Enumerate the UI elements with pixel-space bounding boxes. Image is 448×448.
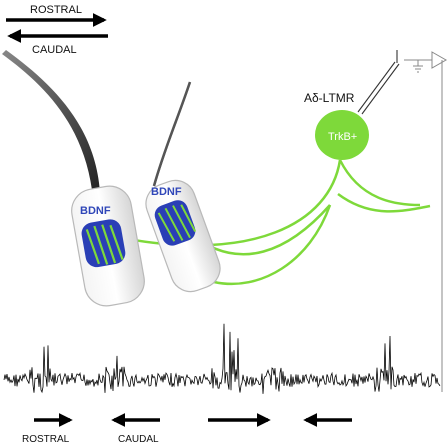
rostral-legend-label: ROSTRAL [30, 4, 82, 16]
thin-hair [152, 81, 193, 187]
electrode-amplifier [404, 51, 448, 392]
recording-electrode [357, 50, 400, 115]
stimulus-rostral-label: ROSTRAL [22, 434, 70, 445]
spike-trace [3, 323, 441, 394]
guard-hair [2, 50, 100, 192]
neuron-type-label: Aδ-LTMR [304, 91, 355, 105]
neuron-cell-label: TrkB+ [328, 131, 357, 143]
hair-follicle-middle: BDNF [145, 179, 221, 293]
trkb-neuron: TrkB+ Aδ-LTMR [304, 91, 369, 160]
direction-legend: ROSTRAL CAUDAL [6, 4, 108, 56]
bdnf-label-middle: BDNF [151, 186, 182, 198]
neuron-soma [315, 110, 369, 160]
stimulus-caudal-label: CAUDAL [118, 434, 159, 445]
hair-follicle-left: BDNF [71, 185, 145, 307]
caudal-legend-label: CAUDAL [32, 44, 77, 56]
bdnf-label-left: BDNF [80, 205, 111, 217]
stimulus-arrows: ROSTRAL CAUDAL [22, 413, 352, 445]
